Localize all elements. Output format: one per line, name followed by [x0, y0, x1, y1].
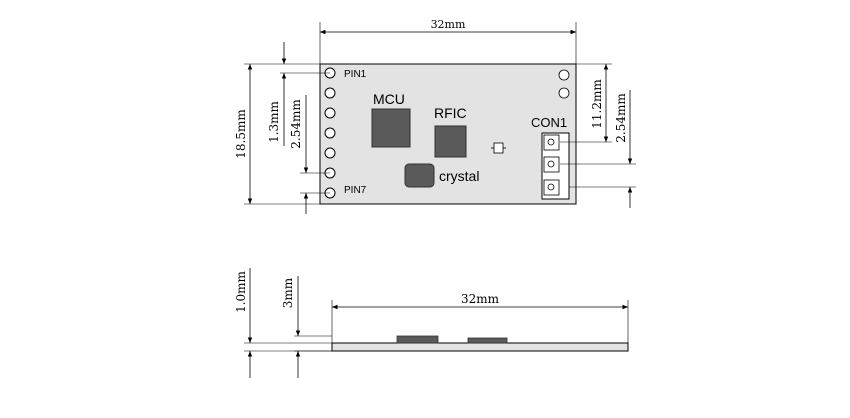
- side-component-mcu: [396, 335, 439, 344]
- dim-con-pitch-label: 2.54mm: [614, 93, 628, 143]
- dim-con-pitch: 2.54mm: [560, 90, 636, 208]
- dim-total-height: 3mm: [281, 276, 332, 378]
- dim-con-offset: 11.2mm: [560, 63, 612, 143]
- pin-pad: [324, 107, 336, 119]
- top-view: PIN1 PIN7 MCU RFIC crystal CON1: [234, 18, 636, 214]
- pin-pad: [324, 87, 336, 99]
- dim-con-offset-label: 11.2mm: [590, 79, 604, 129]
- dim-pin-pitch: 2.54mm: [289, 95, 330, 214]
- side-view: 32mm 1.0mm 3mm: [234, 268, 629, 378]
- pin-row-left: [324, 67, 336, 199]
- dim-height-label: 18.5mm: [234, 109, 248, 159]
- side-board: [331, 342, 629, 352]
- dim-height: 18.5mm: [234, 63, 320, 205]
- dim-top-width-label: 32mm: [431, 18, 466, 31]
- dim-side-width-label: 32mm: [461, 292, 500, 306]
- crystal-label: crystal: [439, 168, 479, 184]
- pin-pad: [324, 147, 336, 159]
- mcu-label: MCU: [373, 91, 405, 107]
- side-component-rfic: [467, 337, 508, 344]
- dim-board-thickness-label: 1.0mm: [234, 270, 248, 312]
- con1-label: CON1: [531, 115, 567, 130]
- con1-connector: [541, 132, 570, 200]
- pin-pad: [324, 127, 336, 139]
- rfic-chip: [434, 125, 467, 158]
- rfic-label: RFIC: [434, 105, 467, 121]
- mount-hole: [558, 69, 570, 81]
- dim-pin-offset-label: 1.3mm: [267, 100, 281, 142]
- pin7-label: PIN7: [344, 185, 367, 196]
- dim-side-width: 32mm: [331, 292, 629, 343]
- dim-pin-offset: 1.3mm: [267, 42, 330, 146]
- dim-top-width: 32mm: [319, 18, 577, 64]
- pin1-label: PIN1: [344, 69, 367, 80]
- dim-total-height-label: 3mm: [281, 277, 295, 308]
- mount-hole: [558, 87, 570, 99]
- mcu-chip: [371, 108, 411, 148]
- crystal-component: [404, 163, 435, 188]
- small-component: [491, 142, 506, 154]
- dim-pin-pitch-label: 2.54mm: [289, 99, 303, 149]
